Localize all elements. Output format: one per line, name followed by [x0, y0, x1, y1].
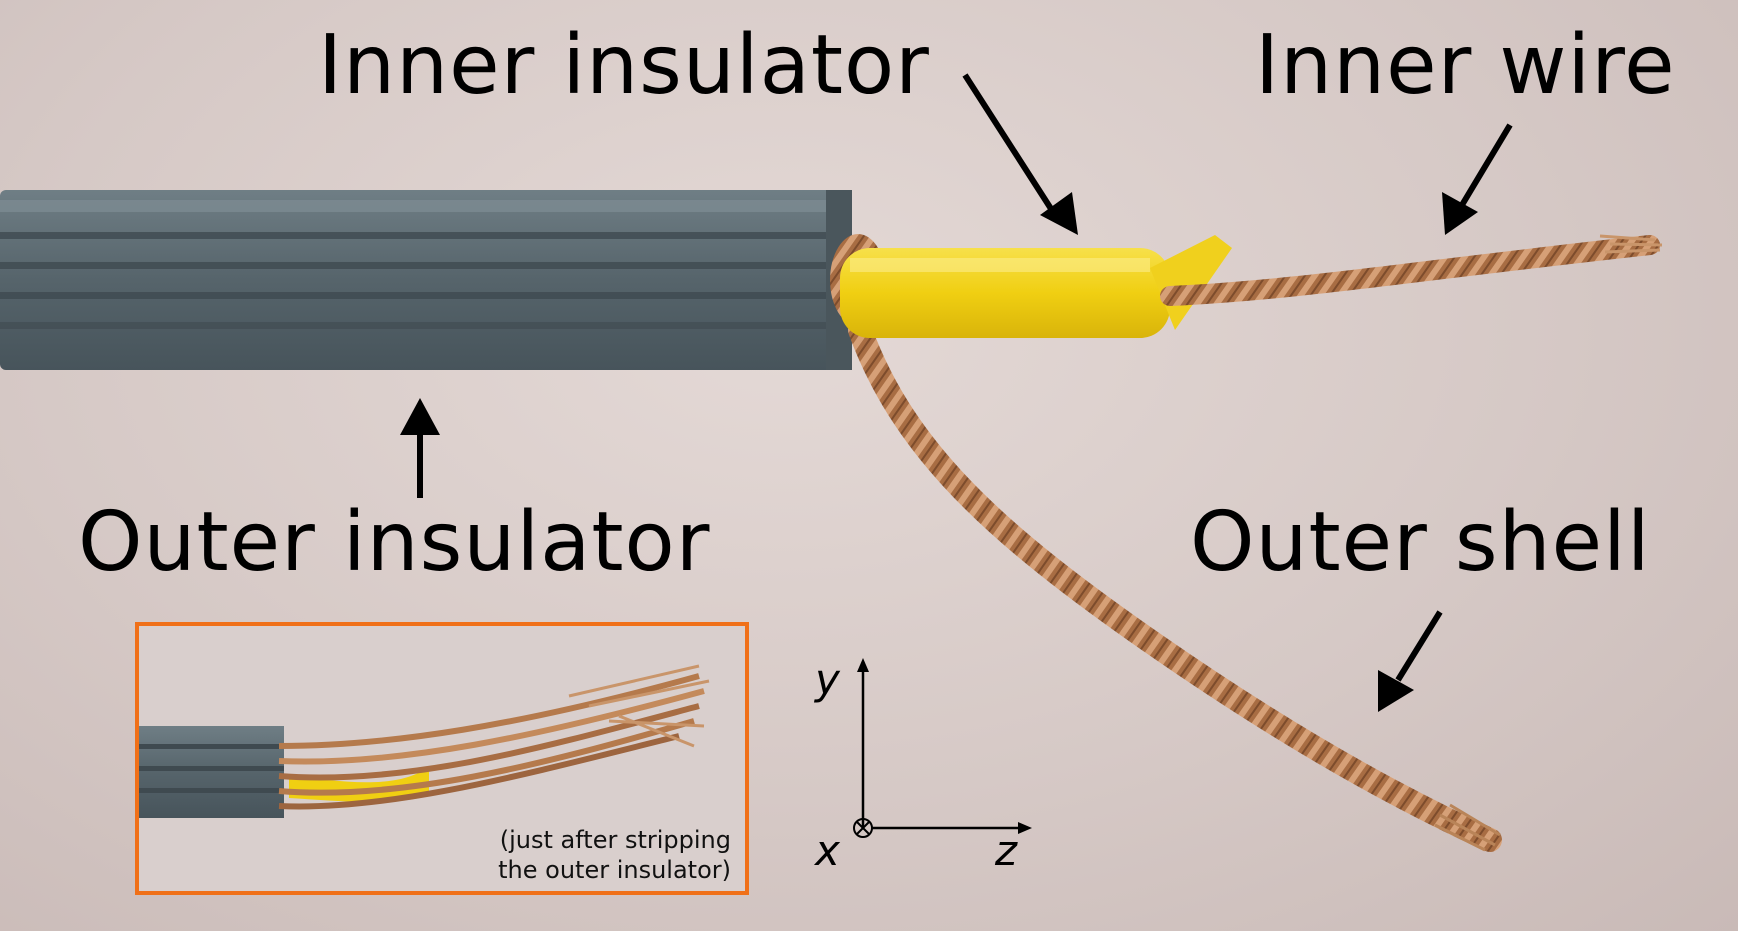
- arrow-inner-wire: [1442, 123, 1513, 235]
- outer-shell-strand: [848, 318, 1502, 852]
- coordinate-axes: [853, 658, 1032, 838]
- label-inner-wire: Inner wire: [1255, 18, 1676, 113]
- outer-insulator-cable: [0, 190, 852, 370]
- label-outer-insulator: Outer insulator: [78, 495, 711, 590]
- arrow-inner-insulator: [962, 73, 1078, 235]
- label-inner-insulator: Inner insulator: [318, 18, 930, 113]
- inset-caption-line-1: (just after stripping: [499, 826, 731, 854]
- axis-label-z: z: [995, 826, 1018, 875]
- x-axis-into-page-icon: [853, 818, 873, 838]
- arrow-outer-insulator: [400, 398, 440, 498]
- inner-insulator-tube: [840, 235, 1232, 338]
- inset-caption-line-2: the outer insulator): [498, 856, 731, 884]
- inset-caption: (just after stripping the outer insulato…: [498, 825, 731, 885]
- axis-label-y: y: [815, 655, 840, 704]
- label-outer-shell: Outer shell: [1190, 495, 1651, 590]
- arrow-outer-shell: [1378, 610, 1443, 712]
- inset-stripped-cable: [139, 664, 710, 818]
- inset-photo: (just after stripping the outer insulato…: [135, 622, 749, 895]
- inner-wire-strand: [1160, 235, 1660, 306]
- axis-label-x: x: [815, 826, 840, 875]
